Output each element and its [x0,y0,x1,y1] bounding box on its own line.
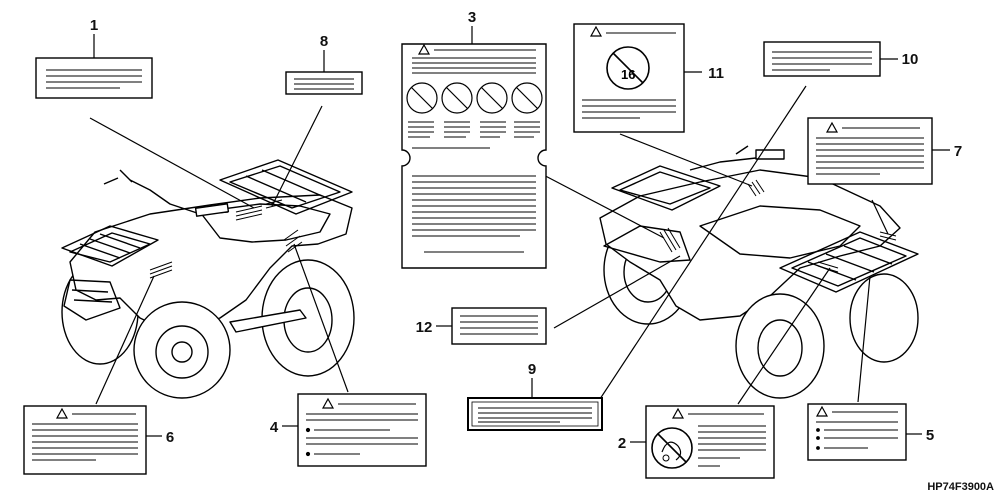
label-10-card [763,41,898,77]
callout-11: 11 [708,65,724,82]
label-3-card [401,26,547,269]
callout-2: 2 [618,435,626,452]
callout-1: 1 [90,17,98,34]
callout-8: 8 [320,33,328,50]
callout-4: 4 [270,419,279,436]
leader-lines [89,85,889,405]
callout-numbers: 1 2 3 4 5 6 7 8 9 10 11 12 [90,9,962,452]
label-4-card [282,393,427,467]
callout-9: 9 [528,361,536,378]
callout-5: 5 [926,427,934,444]
atv-rear-right-illustration [599,145,919,399]
callout-6: 6 [166,429,174,446]
label-7-card [807,117,950,185]
label-5-card [807,403,922,461]
atv-front-left-illustration [61,159,355,399]
label-1-card [35,34,153,99]
callout-3: 3 [468,9,476,26]
label-12-card [436,307,547,345]
part-code: HP74F3900A [927,481,994,493]
callout-7: 7 [954,143,962,160]
callout-12: 12 [416,319,433,336]
callout-10: 10 [902,51,919,68]
label-2-card [630,405,775,479]
label-11-card: 16 [573,23,702,133]
svg-text:16: 16 [621,67,635,82]
label-8-card [285,50,363,95]
label-6-card [23,405,162,475]
label-9-card [467,378,603,431]
